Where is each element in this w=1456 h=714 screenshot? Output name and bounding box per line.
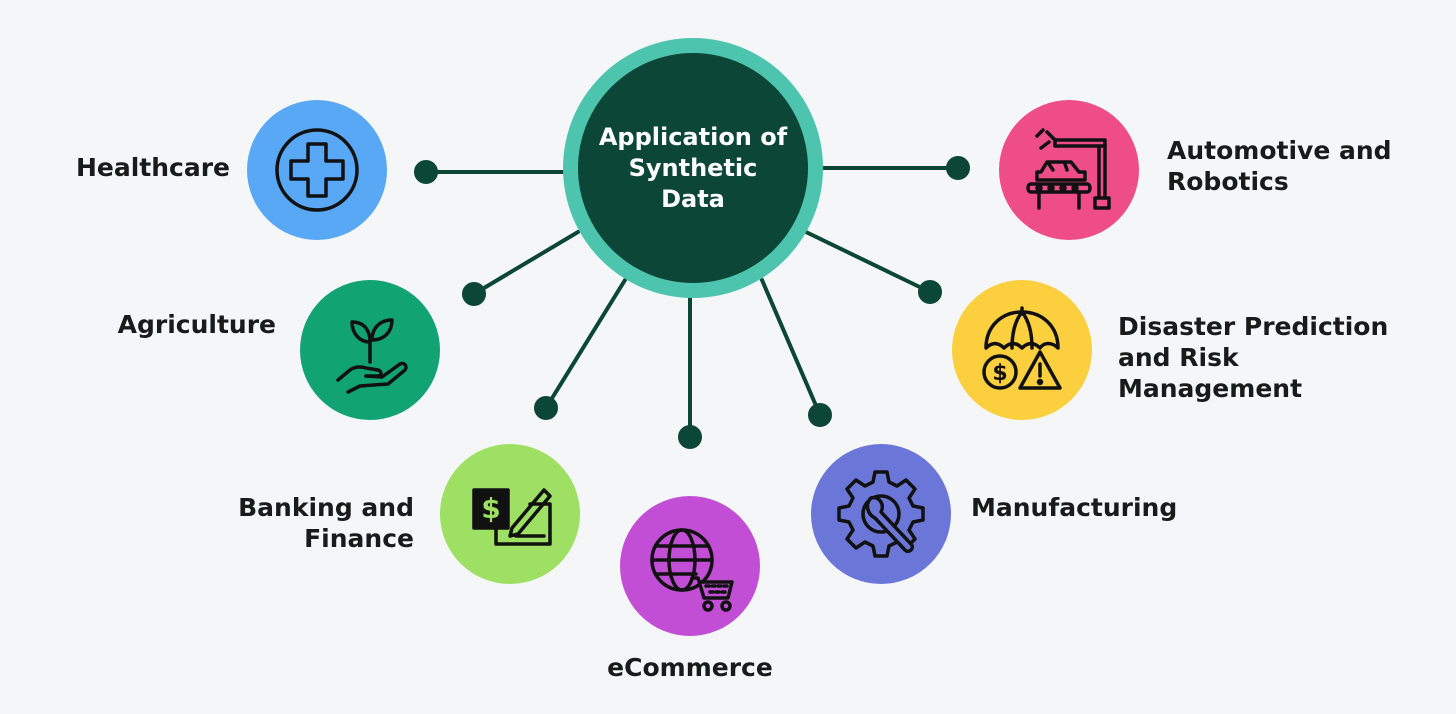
connector-dot-agriculture [462,282,486,306]
connector-dot-manufacturing [808,403,832,427]
connector-disaster [804,230,932,294]
automotive-label: Automotive and Robotics [1167,136,1392,196]
connector-dot-banking [534,396,558,420]
connector-dot-automotive [946,156,970,180]
medical-cross-icon [275,128,359,212]
ecommerce-label: eCommerce [607,653,773,682]
disaster-bubble: $ [952,280,1092,420]
disaster-label: Disaster Prediction and Risk Management [1118,312,1389,403]
manufacturing-bubble [811,444,951,584]
connector-dot-healthcare [414,160,438,184]
hub-circle: Application of Synthetic Data [563,38,823,298]
connector-dot-ecommerce [678,425,702,449]
svg-text:$: $ [992,361,1007,386]
connector-manufacturing [760,278,822,417]
healthcare-bubble [247,100,387,240]
connector-banking [544,278,627,410]
banking-bubble: $ [440,444,580,584]
manufacturing-label: Manufacturing [971,493,1178,522]
svg-text:$: $ [481,492,500,525]
automotive-bubble [999,100,1139,240]
plant-in-hand-icon [336,318,408,394]
ecommerce-bubble [620,496,760,636]
robot-arm-car-icon [1026,128,1111,210]
hub-title: Application of Synthetic Data [598,122,788,213]
agriculture-label: Agriculture [117,310,276,339]
gear-wrench-icon [837,470,925,558]
connector-dot-disaster [918,280,942,304]
banking-label: Banking and Finance [238,493,414,553]
healthcare-label: Healthcare [75,153,230,182]
hub-inner-circle: Application of Synthetic Data [578,53,808,283]
agriculture-bubble [300,280,440,420]
umbrella-dollar-warning-icon: $ [982,306,1062,390]
connector-agriculture [472,230,580,296]
cheque-pen-icon: $ [472,488,552,546]
globe-cart-icon [650,528,734,612]
